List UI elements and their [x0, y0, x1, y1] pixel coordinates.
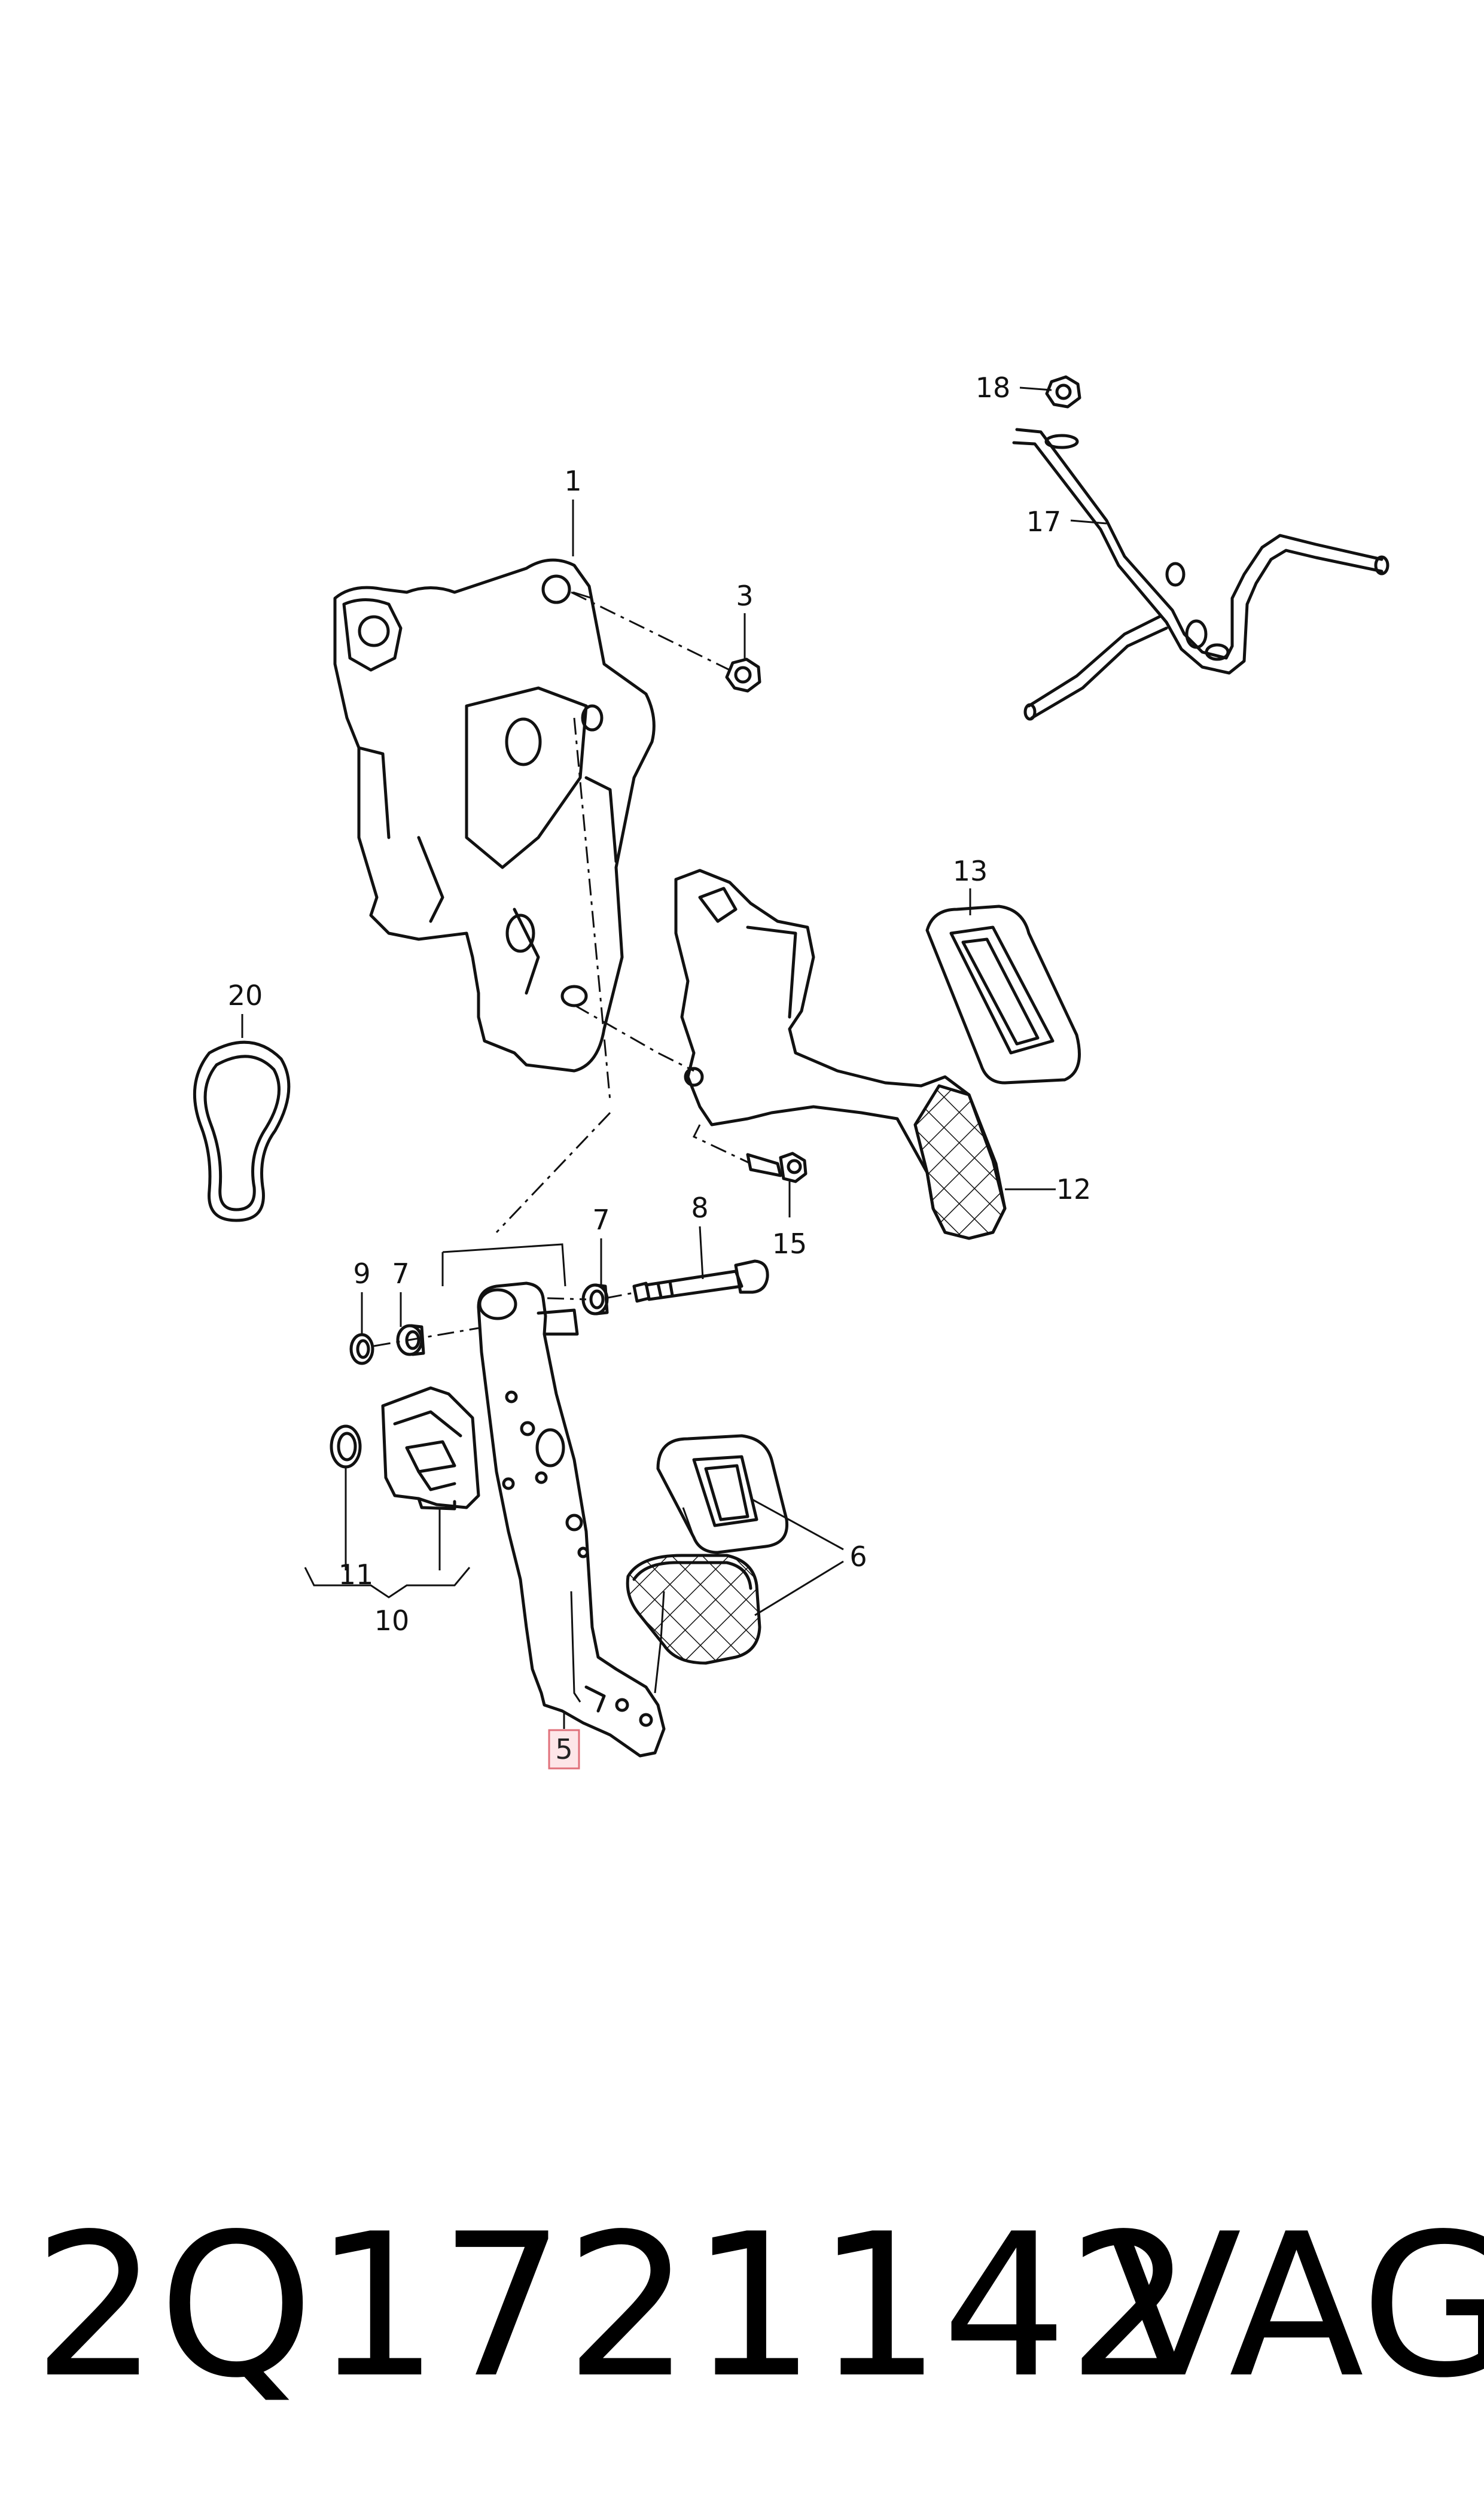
part-labels: 1 3 6 7 7 8 9 10 11 12 13 15 17 18 20	[228, 372, 1092, 1637]
label-12: 12	[1056, 1173, 1092, 1205]
bolt-15	[746, 1152, 807, 1183]
bolt-8	[632, 1259, 769, 1303]
label-10: 10	[374, 1604, 410, 1637]
label-9: 9	[353, 1258, 370, 1290]
switch-assembly-10	[381, 1386, 480, 1511]
label-18: 18	[976, 372, 1011, 404]
nut-18	[1044, 375, 1081, 449]
pedal-pad-13	[925, 905, 1081, 1085]
bushing-7-right	[581, 1283, 609, 1316]
highlight-box	[548, 1729, 580, 1770]
ring-11	[330, 1424, 362, 1469]
callout-lines	[241, 386, 1107, 1729]
label-7-right: 7	[592, 1204, 610, 1236]
pedal-pads-6	[626, 1434, 789, 1665]
nut-3	[725, 657, 761, 693]
label-17: 17	[1026, 506, 1062, 538]
bracket-rod-17	[1012, 428, 1389, 721]
pedal-bracket	[333, 558, 656, 1073]
clutch-pedal-lever-5	[477, 1281, 666, 1758]
accelerator-pedal-12	[674, 869, 1007, 1240]
label-3: 3	[736, 580, 753, 612]
label-1: 1	[564, 465, 581, 497]
bushing-7-left	[396, 1324, 425, 1356]
highlighted-part-5: 5	[548, 1729, 580, 1770]
label-20: 20	[228, 979, 263, 1012]
part-number: 2Q1721142	[33, 2191, 1193, 2421]
label-11: 11	[339, 1558, 374, 1591]
label-15: 15	[772, 1228, 807, 1260]
label-13: 13	[953, 855, 988, 887]
leader-lines	[373, 591, 751, 1703]
label-5: 5	[555, 1733, 572, 1765]
label-7-left: 7	[392, 1258, 409, 1290]
label-8: 8	[691, 1192, 708, 1224]
ring-9	[349, 1333, 374, 1365]
brand-name: VAG	[1107, 2191, 1484, 2421]
label-6: 6	[849, 1540, 867, 1573]
gasket-20	[193, 1040, 291, 1222]
